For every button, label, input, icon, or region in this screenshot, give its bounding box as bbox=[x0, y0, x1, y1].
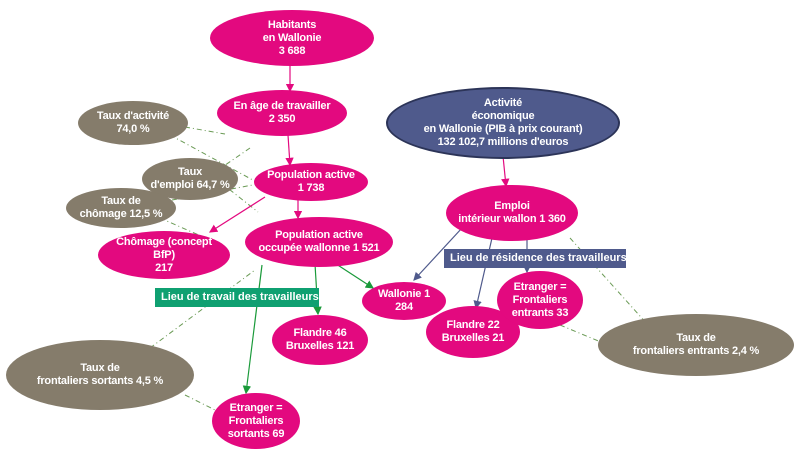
dash-taux-chomage-chomage bbox=[159, 217, 211, 241]
dash-taux-activite-age bbox=[184, 126, 226, 135]
tag-lieu-residence: Lieu de résidence des travailleurs bbox=[444, 249, 627, 268]
dash-etranger-entrants bbox=[559, 324, 609, 346]
node-habitants: Habitants en Wallonie 3 688 bbox=[210, 10, 374, 66]
arrow-occupee-etranger bbox=[242, 264, 263, 395]
tag-lieu-travail: Lieu de travail des travailleurs bbox=[155, 288, 319, 307]
node-activite-economique: Activité économique en Wallonie (PIB à p… bbox=[386, 87, 620, 159]
node-chomage: Chômage (concept BfP) 217 bbox=[98, 231, 230, 279]
dash-taux-activite-active bbox=[169, 134, 263, 186]
arrow-age-active bbox=[285, 134, 294, 167]
node-emploi-interieur: Emploi intérieur wallon 1 360 bbox=[446, 185, 578, 241]
node-wallonie: Wallonie 1 284 bbox=[362, 282, 446, 320]
node-population-active: Population active 1 738 bbox=[254, 163, 368, 201]
arrow-emploi-wallonie bbox=[413, 227, 463, 281]
arrow-active-chomage bbox=[208, 196, 266, 233]
dash-sortants-occupee bbox=[149, 269, 256, 349]
node-etranger-sortants: Etranger = Frontaliers sortants 69 bbox=[212, 393, 300, 449]
dash-sortants-etranger bbox=[184, 394, 236, 421]
node-etranger-entrants: Etranger = Frontaliers entrants 33 bbox=[497, 271, 583, 329]
node-age-travailler: En âge de travailler 2 350 bbox=[217, 90, 347, 136]
node-taux-chomage: Taux de chômage 12,5 % bbox=[66, 188, 176, 228]
node-taux-frontaliers-sortants: Taux de frontaliers sortants 4,5 % bbox=[6, 340, 194, 410]
arrow-activite-emploi bbox=[501, 155, 510, 188]
dash-emploi-entrants bbox=[569, 237, 649, 326]
node-taux-frontaliers-entrants: Taux de frontaliers entrants 2,4 % bbox=[598, 314, 794, 376]
node-taux-activite: Taux d'activité 74,0 % bbox=[78, 101, 188, 145]
node-population-occupee: Population active occupée wallonne 1 521 bbox=[245, 217, 393, 267]
node-flandre-bruxelles-gauche: Flandre 46 Bruxelles 121 bbox=[272, 315, 368, 365]
